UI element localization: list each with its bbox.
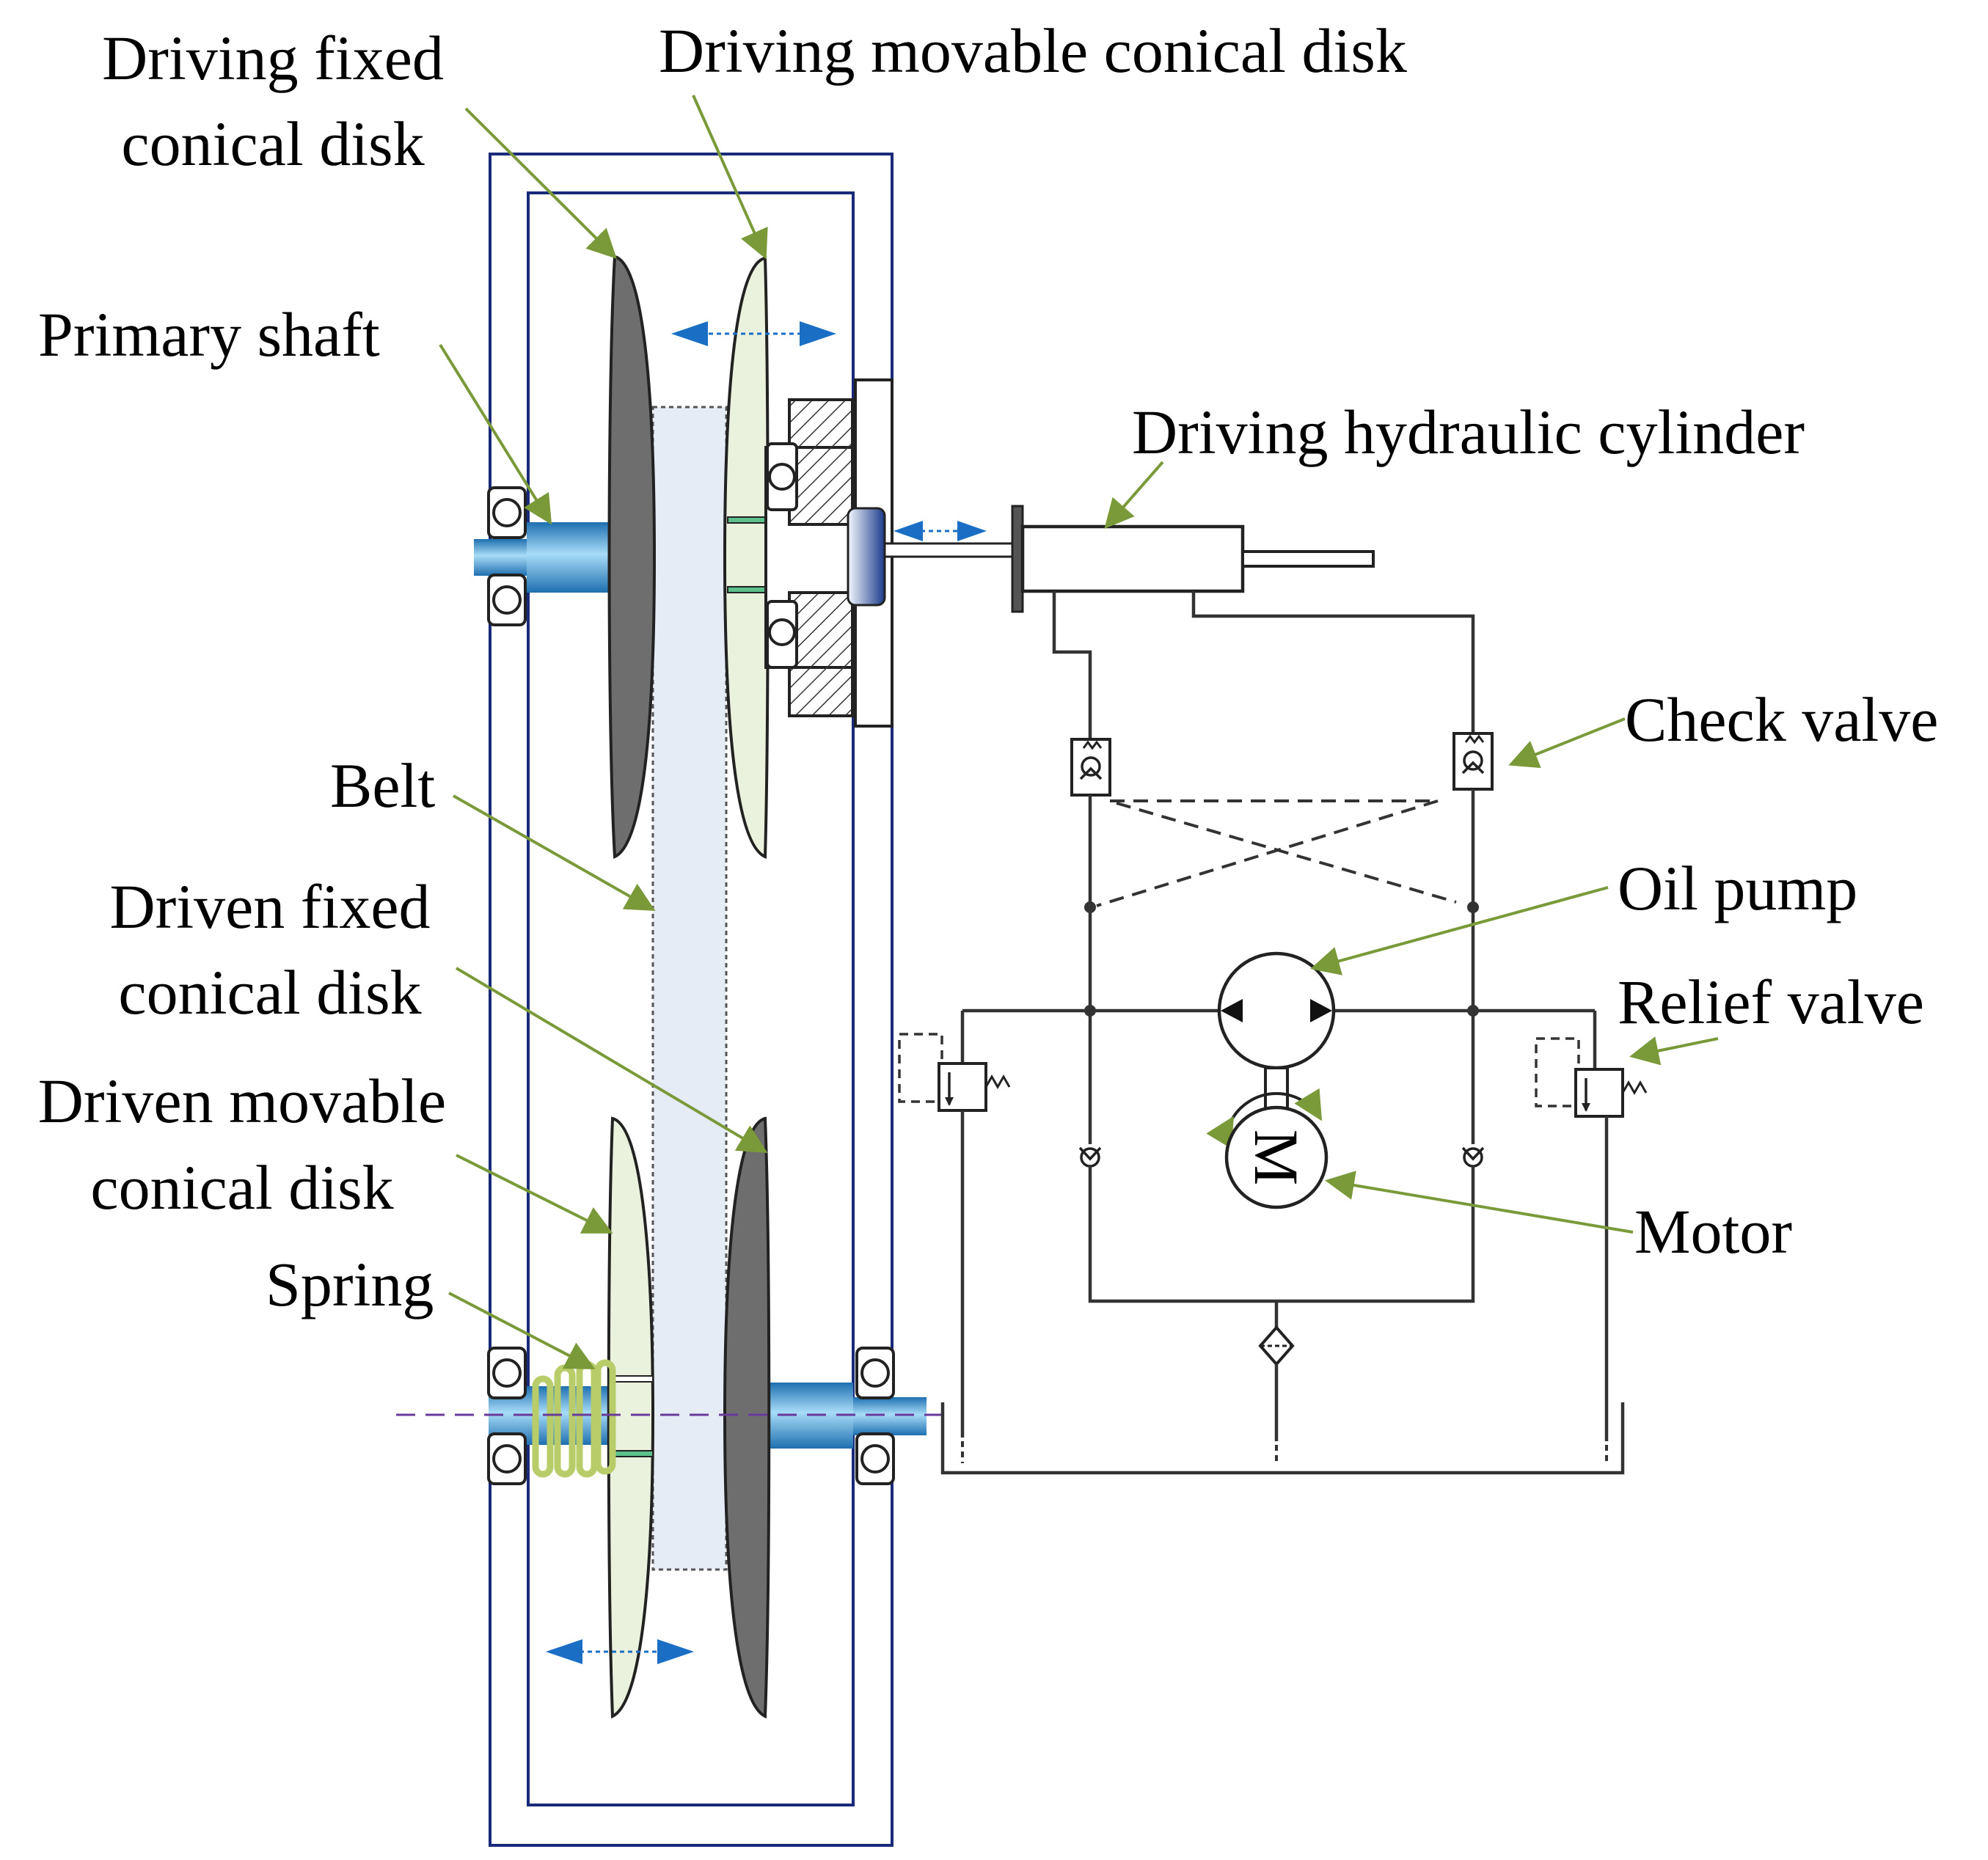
cylinder-rod-out (1241, 550, 1375, 568)
belt (651, 406, 728, 1571)
label-primary-shaft: Primary shaft (38, 299, 380, 370)
label-driving-fixed-1: Driving fixed (102, 23, 444, 93)
oil-pump (1217, 951, 1336, 1070)
hatched-housing-bottom (788, 591, 854, 717)
label-spring: Spring (266, 1249, 434, 1319)
label-driving-fixed-2: conical disk (121, 109, 424, 179)
cylinder-body (1020, 524, 1245, 593)
leader-spring (448, 1292, 596, 1369)
pilot-line-2 (1116, 802, 1457, 904)
leader-belt (453, 794, 656, 911)
rotation-arrow (1206, 1088, 1323, 1149)
junction-left-1 (1084, 901, 1096, 913)
junction-right-1 (1467, 901, 1479, 913)
motor: M (1224, 1105, 1329, 1209)
driving-fixed-disk (607, 255, 657, 859)
label-driving-cylinder: Driving hydraulic cylinder (1132, 397, 1805, 467)
inner-housing (527, 191, 855, 1806)
bearing-driving-bottom (766, 600, 798, 669)
driving-movable-disk (723, 256, 770, 859)
driven-movable-disk (607, 1116, 655, 1719)
bearing-primary-top (487, 486, 527, 539)
check-valve-right (1452, 732, 1494, 791)
oil-tank (940, 1402, 1625, 1475)
bearing-primary-bottom (487, 574, 527, 626)
leader-driven-movable (456, 1154, 613, 1234)
label-belt: Belt (330, 750, 435, 821)
driven-hub-slot-bottom (611, 1450, 654, 1457)
motor-symbol: M (1241, 1129, 1312, 1185)
label-oil-pump: Oil pump (1618, 853, 1857, 923)
label-motor: Motor (1634, 1196, 1792, 1267)
driving-hub-slot-top (727, 516, 767, 524)
label-check-valve: Check valve (1625, 684, 1938, 755)
bearing-driven-left-top (487, 1347, 527, 1399)
primary-shaft (527, 522, 618, 593)
bearing-driven-left-bottom (487, 1432, 527, 1485)
label-driven-fixed-2: conical disk (118, 957, 421, 1028)
label-driven-fixed-1: Driven fixed (109, 871, 430, 942)
bearing-driving-top (766, 442, 798, 511)
bearing-driven-right-bottom (855, 1432, 895, 1485)
relief-valve-right (1535, 1037, 1648, 1118)
check-valve-low-right (1461, 1146, 1485, 1168)
leader-oil-pump (1310, 886, 1609, 975)
driven-hub-slot-top (611, 1375, 654, 1383)
junction-left-2 (1084, 1005, 1096, 1017)
leader-driven-fixed (455, 967, 768, 1154)
driving-hub-slot-bottom (727, 586, 767, 593)
label-driven-movable-1: Driven movable (38, 1066, 446, 1136)
label-relief-valve: Relief valve (1618, 967, 1924, 1037)
piston-rod (883, 542, 1015, 558)
outer-housing (489, 153, 893, 1847)
movable-disk-arrow-bottom (546, 1639, 694, 1664)
check-valve-left (1070, 738, 1111, 797)
driving-piston (847, 507, 886, 607)
pilot-line-3 (1096, 799, 1439, 907)
leader-relief-valve (1629, 1036, 1719, 1066)
spring (532, 1359, 616, 1478)
leader-cylinder (1104, 461, 1164, 530)
movable-disk-arrow-top (671, 321, 836, 346)
primary-shaft-stub (474, 539, 534, 576)
line-bottom-loop (1088, 1166, 1475, 1303)
label-driving-movable: Driving movable conical disk (659, 15, 1407, 86)
piston-arrow (893, 521, 987, 541)
junction-right-2 (1467, 1005, 1479, 1017)
line-cyl-right (1191, 591, 1475, 739)
relief-valve-left (898, 1033, 1011, 1112)
driven-fixed-disk (723, 1116, 771, 1719)
leader-driving-fixed (464, 107, 617, 259)
label-driven-movable-2: conical disk (90, 1152, 393, 1223)
leader-primary-shaft (439, 343, 552, 525)
bearing-driven-right-top (855, 1347, 895, 1399)
line-cyl-left (1052, 591, 1092, 739)
leader-driving-movable (692, 95, 768, 260)
check-valve-low-left (1078, 1146, 1102, 1168)
leader-motor (1325, 1171, 1634, 1234)
filter (1258, 1325, 1295, 1367)
driven-shaft-stub (853, 1397, 927, 1435)
leader-check-valve (1508, 717, 1626, 769)
hatched-housing-top (788, 398, 854, 526)
